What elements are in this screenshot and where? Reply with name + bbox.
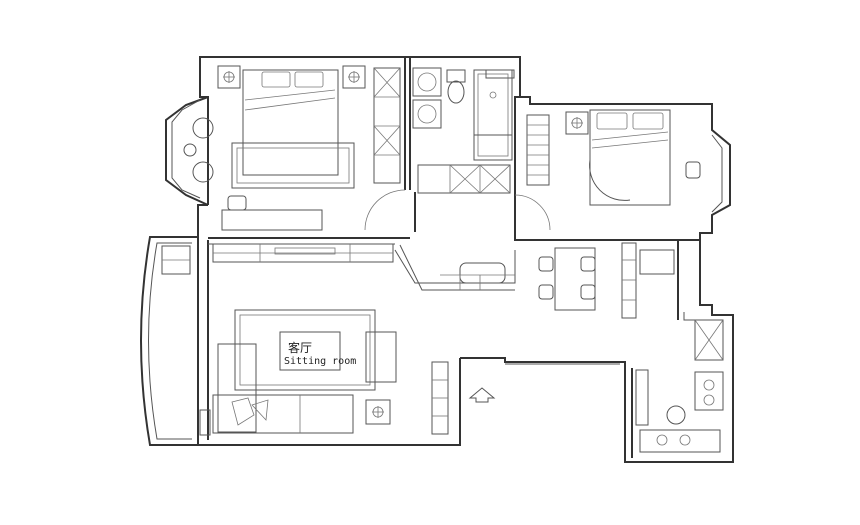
master-bedroom xyxy=(183,65,406,231)
exterior-walls xyxy=(140,56,734,463)
corridor xyxy=(394,244,516,291)
bathroom xyxy=(412,67,551,231)
second-bedroom xyxy=(526,109,701,206)
living-room xyxy=(161,243,496,436)
room-labels: 客厅 Sitting room xyxy=(284,340,356,367)
kitchen xyxy=(635,319,724,453)
sitting-room-label-cn: 客厅 xyxy=(288,340,312,355)
dining-area xyxy=(538,242,675,319)
sitting-room-label-en: Sitting room xyxy=(284,356,356,367)
